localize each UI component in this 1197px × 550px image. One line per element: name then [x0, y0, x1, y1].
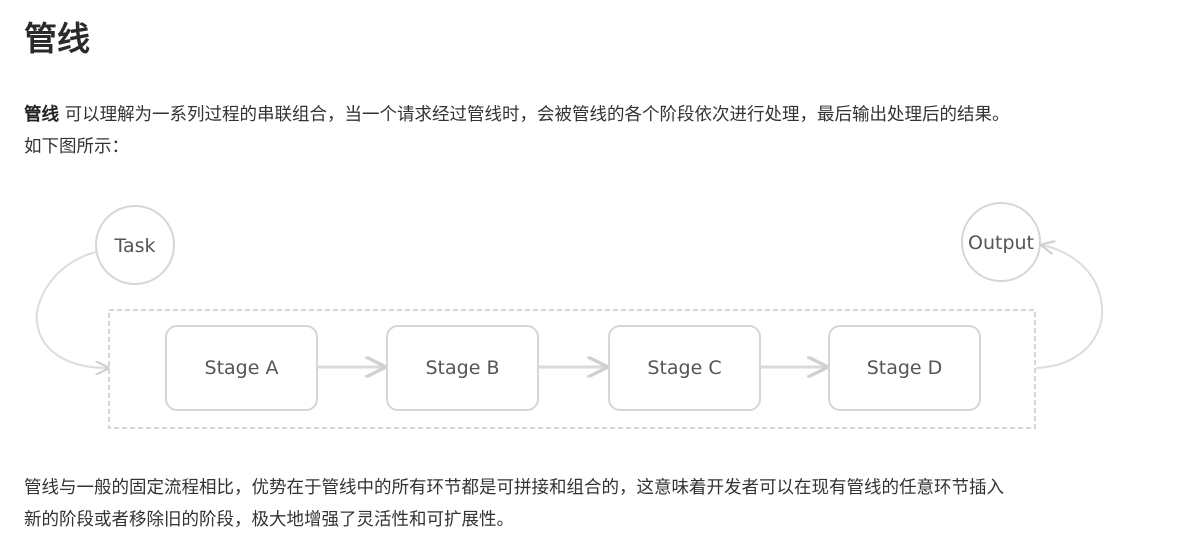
- intro-paragraph: 管线 可以理解为一系列过程的串联组合，当一个请求经过管线时，会被管线的各个阶段依…: [24, 99, 1010, 163]
- pipeline-term: 管线: [24, 105, 59, 125]
- stage-c-label: Stage C: [647, 357, 721, 379]
- stage-a: Stage A: [165, 325, 318, 411]
- stage-a-label: Stage A: [205, 357, 279, 379]
- conclusion-line-2: 新的阶段或者移除旧的阶段，极大地增强了灵活性和可扩展性。: [24, 510, 514, 530]
- task-label: Task: [113, 235, 155, 257]
- stage-c: Stage C: [608, 325, 761, 411]
- pipeline-diagram-svg: Task Output Stage A Stage B Stage C: [35, 202, 1104, 429]
- output-curve: [1035, 245, 1104, 369]
- stage-b-label: Stage B: [426, 357, 500, 379]
- conclusion-paragraph: 管线与一般的固定流程相比，优势在于管线中的所有环节都是可拼接和组合的，这意味着开…: [24, 472, 1004, 536]
- output-label: Output: [968, 232, 1034, 254]
- stage-d: Stage D: [828, 325, 981, 411]
- output-node: Output: [961, 202, 1041, 282]
- conclusion-line-1: 管线与一般的固定流程相比，优势在于管线中的所有环节都是可拼接和组合的，这意味着开…: [24, 478, 1004, 498]
- page-title: 管线: [24, 19, 90, 58]
- intro-line-1: 可以理解为一系列过程的串联组合，当一个请求经过管线时，会被管线的各个阶段依次进行…: [59, 105, 1010, 125]
- task-node: Task: [95, 205, 175, 285]
- stage-b: Stage B: [386, 325, 539, 411]
- stage-d-label: Stage D: [867, 357, 943, 379]
- intro-line-2: 如下图所示：: [24, 137, 129, 157]
- input-curve: [35, 251, 108, 368]
- pipeline-diagram: Task Output Stage A Stage B Stage C: [0, 190, 1197, 450]
